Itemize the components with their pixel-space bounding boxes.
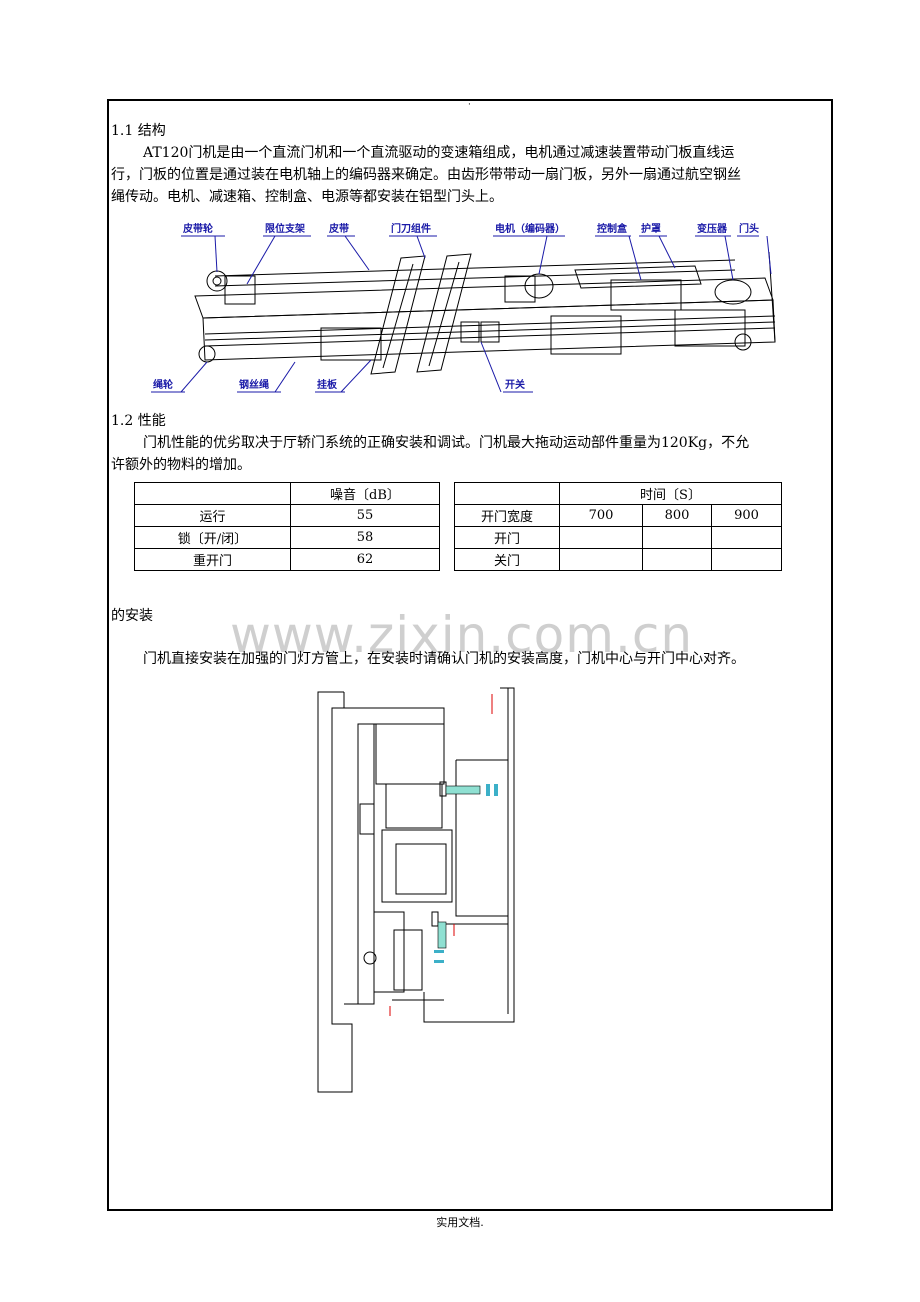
document-frame: [107, 99, 833, 1211]
noise-row-label: 重开门: [134, 548, 291, 571]
section-1-body-line-3: 绳传动。电机、减速箱、控制盒、电源等都安装在铝型门头上。: [111, 189, 503, 205]
table-row: 时间〔S〕: [454, 482, 782, 505]
section-3-title: 的安装: [111, 608, 153, 624]
label-belt: 皮带: [328, 222, 349, 235]
footer: 实用文档.: [436, 1216, 484, 1229]
close-label: 关门: [454, 548, 560, 571]
label-motor-encoder: 电机（编码器）: [495, 222, 565, 235]
table-row: 重开门 62: [134, 548, 440, 571]
open-label: 开门: [454, 526, 560, 549]
section-2-body-line-1: 门机性能的优劣取决于厅轿门系统的正确安装和调试。门机最大拖动运动部件重量为120…: [143, 435, 750, 451]
section-2-title: 1.2 性能: [111, 413, 166, 429]
section-1-body-line-1: AT120门机是由一个直流门机和一个直流驱动的变速箱组成，电机通过减速装置带动门…: [143, 145, 735, 161]
table-row: 开门宽度 700 800 900: [454, 504, 782, 527]
noise-row-value: 58: [290, 526, 440, 549]
section-2-body-line-2: 许额外的物料的增加。: [111, 457, 251, 473]
width-700: 700: [559, 504, 643, 527]
noise-header-db: 噪音〔dB〕: [290, 482, 440, 505]
door-operator-structure-diagram: 皮带轮 限位支架 皮带 门刀组件 电机（编码器） 控制盒 护罩 变压器 门头 绳…: [151, 222, 776, 393]
section-1-title: 1.1 结构: [111, 123, 166, 139]
close-700: [559, 548, 643, 571]
time-header: 时间〔S〕: [559, 482, 782, 505]
label-limit-bracket: 限位支架: [265, 222, 305, 235]
noise-header-empty: [134, 482, 291, 505]
top-mark: ·: [468, 100, 471, 110]
watermark: www.zixin.com.cn: [230, 606, 694, 664]
label-pulley: 皮带轮: [182, 222, 213, 235]
noise-row-label: 锁〔开/闭〕: [134, 526, 291, 549]
close-800: [642, 548, 712, 571]
label-door-knife: 门刀组件: [391, 222, 431, 235]
table-row: 锁〔开/闭〕 58: [134, 526, 440, 549]
time-header-empty: [454, 482, 560, 505]
noise-row-value: 62: [290, 548, 440, 571]
noise-row-value: 55: [290, 504, 440, 527]
noise-table: 噪音〔dB〕 运行 55 锁〔开/闭〕 58 重开门 62: [134, 482, 440, 571]
width-900: 900: [711, 504, 782, 527]
width-label: 开门宽度: [454, 504, 560, 527]
open-700: [559, 526, 643, 549]
section-1-body-line-2: 行，门板的位置是通过装在电机轴上的编码器来确定。由齿形带带动一扇门板，另外一扇通…: [111, 167, 741, 183]
label-switch: 开关: [505, 378, 525, 391]
open-800: [642, 526, 712, 549]
noise-row-label: 运行: [134, 504, 291, 527]
table-row: 噪音〔dB〕: [134, 482, 440, 505]
label-rope-pulley: 绳轮: [153, 378, 173, 391]
label-wire-rope: 钢丝绳: [239, 378, 269, 391]
label-control-box: 控制盒: [597, 222, 628, 235]
label-hanger-plate: 挂板: [317, 378, 338, 391]
table-row: 开门: [454, 526, 782, 549]
table-row: 关门: [454, 548, 782, 571]
label-transformer: 变压器: [697, 222, 728, 235]
label-cover: 护罩: [641, 222, 661, 235]
open-900: [711, 526, 782, 549]
installation-section-drawing: [317, 687, 515, 1093]
label-door-head: 门头: [739, 222, 759, 235]
close-900: [711, 548, 782, 571]
width-800: 800: [642, 504, 712, 527]
time-table: 时间〔S〕 开门宽度 700 800 900 开门 关门: [454, 482, 782, 571]
section-3-body: 门机直接安装在加强的门灯方管上，在安装时请确认门机的安装高度，门机中心与开门中心…: [143, 651, 745, 667]
table-row: 运行 55: [134, 504, 440, 527]
